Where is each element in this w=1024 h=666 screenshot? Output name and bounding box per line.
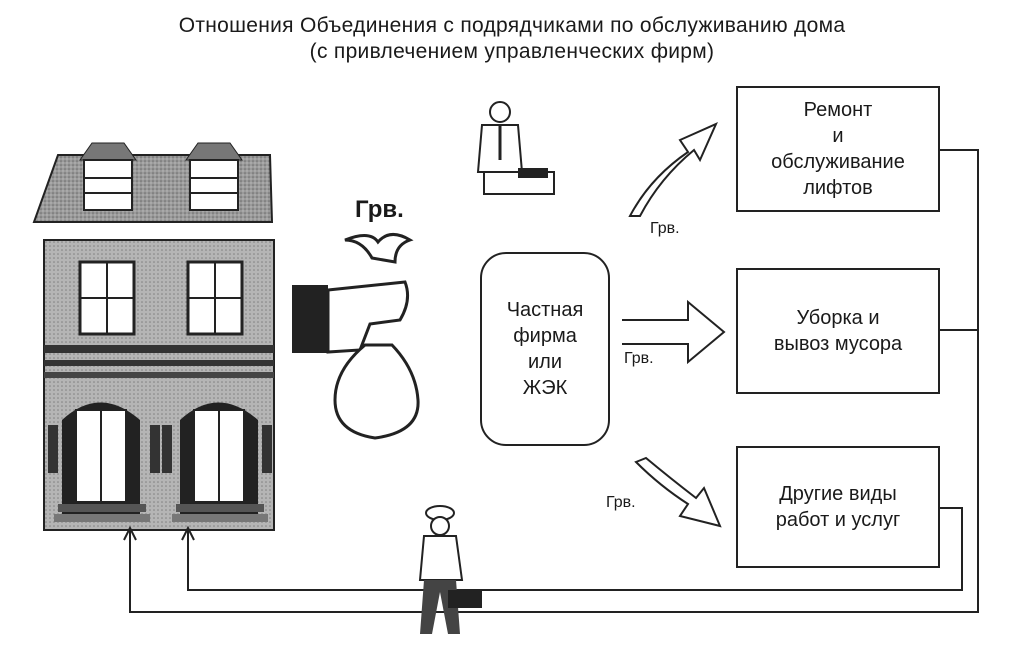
connector-lines xyxy=(123,149,979,613)
payment-label-cleaning: Грв. xyxy=(624,350,654,367)
arrow-icon xyxy=(622,122,726,528)
money-label: Грв. xyxy=(355,196,404,223)
worker-icon xyxy=(418,505,482,634)
businessman-icon xyxy=(476,101,555,195)
contractor-firm-box: Частная фирма или ЖЭК xyxy=(480,252,610,446)
service-lifts-box: Ремонт и обслуживание лифтов xyxy=(736,86,940,212)
service-other-box: Другие виды работ и услуг xyxy=(736,446,940,568)
service-cleaning-box: Уборка и вывоз мусора xyxy=(736,268,940,394)
money-bag-hand-icon xyxy=(292,233,420,440)
house-icon xyxy=(32,142,275,531)
diagram-title: Отношения Объединения с подрядчиками по … xyxy=(178,14,846,37)
diagram-subtitle: (с привлечением управленческих фирм) xyxy=(309,40,715,63)
payment-label-lifts: Грв. xyxy=(650,220,680,237)
payment-label-other: Грв. xyxy=(606,494,636,511)
